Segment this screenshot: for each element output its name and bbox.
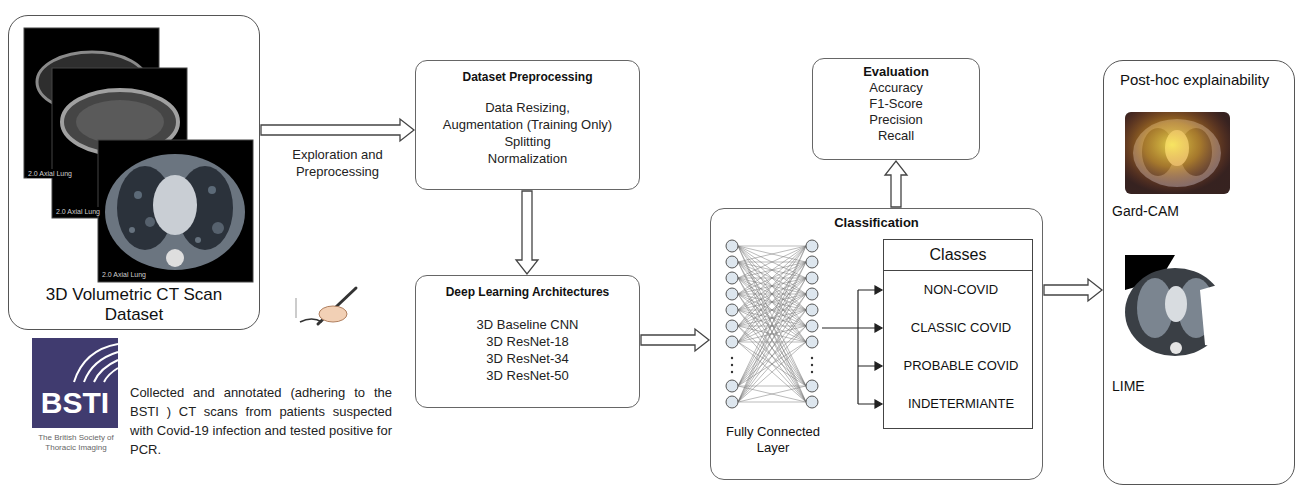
ellipsis-dot (811, 357, 813, 359)
neuron (806, 320, 818, 332)
dataset-note: Collected and annotated (adhering to the… (130, 383, 392, 459)
neuron (726, 380, 738, 392)
box-item: Augmentation (Training Only) (422, 116, 633, 133)
box-item: Data Resizing, (422, 99, 633, 116)
neural-network (726, 240, 818, 408)
ellipsis-dot (731, 364, 733, 366)
ellipsis-dot (731, 371, 733, 373)
scan-annotation: 2.0 Axial Lung (27, 169, 73, 178)
scan-annotation: 2.0 Axial Lung (55, 207, 101, 216)
ellipsis-dot (731, 357, 733, 359)
nn-links (738, 246, 806, 402)
box-item: Accuracy (819, 80, 973, 96)
box-item: 3D ResNet-50 (422, 367, 633, 384)
neuron (726, 336, 738, 348)
bsti-logo (32, 338, 118, 428)
box-item: F1-Score (819, 96, 973, 112)
box-item: CLASSIC COVID (884, 309, 1032, 347)
neuron (806, 380, 818, 392)
flow-arrow (1044, 279, 1102, 301)
explainability-panel: Post-hoc explainability (1103, 60, 1295, 485)
box-item: INDETERMIANTE (884, 385, 1032, 423)
logo-text: BSTI (32, 386, 118, 420)
scan-annotation: 2.0 Axial Lung (101, 270, 147, 279)
layer-label: Fully Connected Layer (725, 424, 821, 456)
flow-arrow (641, 329, 709, 351)
box-item: PROBABLE COVID (884, 347, 1032, 385)
lime-image (1125, 255, 1235, 365)
neuron (806, 240, 818, 252)
box-heading: Post-hoc explainability (1120, 71, 1288, 89)
logo-caption: The British Society of Thoracic Imaging (28, 433, 124, 453)
box-heading: Evaluation (819, 64, 973, 80)
method-label: LIME (1112, 378, 1145, 395)
box-item: Recall (819, 128, 973, 144)
flow-arrow (516, 191, 538, 274)
box-heading: 3D Volumetric CT Scan Dataset (35, 285, 233, 325)
box-item: 3D ResNet-34 (422, 350, 633, 367)
pen-icon (296, 288, 356, 324)
box-item: Splitting (422, 133, 633, 150)
neuron (726, 256, 738, 268)
neuron (726, 288, 738, 300)
neuron (806, 272, 818, 284)
ct-scan-stack (24, 28, 253, 282)
neuron (726, 320, 738, 332)
method-label: Gard-CAM (1112, 203, 1179, 220)
classification-panel: ClassificationClassesNON-COVIDCLASSIC CO… (710, 208, 1043, 480)
ellipsis-dot (811, 371, 813, 373)
box-item: 3D ResNet-18 (422, 333, 633, 350)
neuron (806, 396, 818, 408)
flow-arrow (885, 161, 907, 207)
neuron (726, 240, 738, 252)
neuron (806, 288, 818, 300)
neuron (726, 272, 738, 284)
classes-table: ClassesNON-COVIDCLASSIC COVIDPROBABLE CO… (883, 239, 1033, 429)
gradcam-image (1125, 112, 1230, 194)
ellipsis-dot (811, 364, 813, 366)
box-heading: Dataset Preprocessing (422, 70, 633, 85)
box-item: Precision (819, 112, 973, 128)
process-box: Deep Learning Architectures 3D Baseline C… (415, 275, 640, 408)
box-item: 3D Baseline CNN (422, 316, 633, 333)
box-heading: Deep Learning Architectures (422, 285, 633, 300)
flow-arrow (261, 119, 414, 141)
neuron (806, 304, 818, 316)
process-box: Dataset PreprocessingData Resizing,Augme… (415, 60, 640, 190)
edge-label: Exploration and Preprocessing (282, 146, 394, 180)
evaluation-box: EvaluationAccuracyF1-ScorePrecisionRecal… (812, 58, 980, 160)
box-heading: Classes (884, 240, 1032, 271)
neuron (726, 304, 738, 316)
class-branch-arrows (822, 286, 882, 408)
box-item: Normalization (422, 150, 633, 167)
box-item: NON-COVID (884, 271, 1032, 309)
neuron (806, 336, 818, 348)
box-heading: Classification (711, 215, 1042, 231)
neuron (726, 396, 738, 408)
neuron (806, 256, 818, 268)
